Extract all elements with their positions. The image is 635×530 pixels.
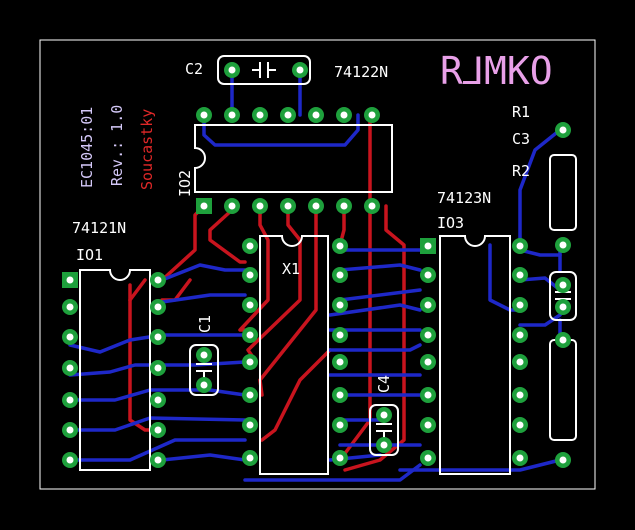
drill-hole (516, 454, 524, 462)
drill-hole (246, 271, 254, 279)
component-labels: C2 74122N R⅃MKO R1 C3 R2 74123N IO3 IO2 … (72, 49, 553, 393)
label-r1: R1 (512, 103, 530, 121)
drill-hole (516, 421, 524, 429)
drill-hole (312, 111, 320, 119)
drill-hole (559, 456, 567, 464)
label-r2: R2 (512, 162, 530, 180)
drill-hole (424, 454, 432, 462)
drill-hole (284, 202, 292, 210)
drill-hole (559, 336, 567, 344)
drill-hole (516, 242, 524, 250)
label-c3: C3 (512, 130, 530, 148)
drill-hole (246, 331, 254, 339)
label-x1: X1 (282, 260, 300, 278)
drill-hole (516, 331, 524, 339)
drill-hole (336, 271, 344, 279)
pads (62, 62, 571, 468)
drill-hole (312, 202, 320, 210)
drill-hole (246, 358, 254, 366)
drill-hole (154, 333, 162, 341)
drill-hole (66, 456, 74, 464)
drill-hole (340, 202, 348, 210)
drill-hole (424, 331, 432, 339)
brand-logo: R⅃MKO (440, 49, 553, 93)
drill-hole (336, 454, 344, 462)
drill-hole (336, 421, 344, 429)
drill-hole (154, 303, 162, 311)
label-ic2-part: 74122N (334, 63, 388, 81)
drill-hole (200, 202, 208, 210)
revision: Rev.: 1.0 (108, 105, 126, 186)
drill-hole (154, 456, 162, 464)
drill-hole (154, 364, 162, 372)
drill-hole (424, 271, 432, 279)
drill-hole (516, 358, 524, 366)
label-c1: C1 (196, 315, 214, 333)
drill-hole (284, 111, 292, 119)
drill-hole (559, 303, 567, 311)
label-ic3-part: 74123N (437, 189, 491, 207)
drill-hole (340, 111, 348, 119)
board-outline (39, 39, 596, 490)
drill-hole (336, 358, 344, 366)
drill-hole (336, 301, 344, 309)
label-ic3: IO3 (437, 214, 464, 232)
drill-hole (246, 301, 254, 309)
drill-hole (516, 301, 524, 309)
drill-hole (296, 66, 304, 74)
drill-hole (66, 364, 74, 372)
drill-hole (66, 276, 74, 284)
drill-hole (66, 426, 74, 434)
drill-hole (228, 111, 236, 119)
drill-hole (424, 421, 432, 429)
bottom-layer-traces (68, 68, 562, 482)
drill-hole (424, 301, 432, 309)
drill-hole (424, 358, 432, 366)
drill-hole (368, 111, 376, 119)
drill-hole (228, 202, 236, 210)
drill-hole (246, 421, 254, 429)
drill-hole (336, 391, 344, 399)
label-c4: C4 (375, 375, 393, 393)
drill-hole (336, 242, 344, 250)
drill-hole (228, 66, 236, 74)
drill-hole (516, 271, 524, 279)
label-ic1-part: 74121N (72, 219, 126, 237)
drill-hole (559, 241, 567, 249)
drill-hole (66, 303, 74, 311)
drill-hole (200, 351, 208, 359)
drill-hole (559, 281, 567, 289)
parts-note: Soucastky (138, 109, 156, 190)
drill-hole (424, 391, 432, 399)
label-c2: C2 (185, 60, 203, 78)
drill-hole (256, 202, 264, 210)
label-ic2: IO2 (176, 170, 194, 197)
silkscreen (79, 55, 577, 475)
drill-hole (256, 111, 264, 119)
drill-hole (66, 396, 74, 404)
drill-hole (516, 391, 524, 399)
drill-hole (154, 426, 162, 434)
drill-hole (246, 242, 254, 250)
drill-hole (424, 242, 432, 250)
drill-hole (200, 381, 208, 389)
label-ic1: IO1 (76, 246, 103, 264)
drill-hole (380, 411, 388, 419)
drill-hole (559, 126, 567, 134)
drill-hole (380, 441, 388, 449)
drill-hole (336, 331, 344, 339)
drill-hole (154, 396, 162, 404)
drill-hole (368, 202, 376, 210)
drill-hole (200, 111, 208, 119)
doc-code: EC1045:01 (78, 107, 96, 188)
drill-hole (246, 391, 254, 399)
drill-hole (154, 276, 162, 284)
drill-hole (246, 454, 254, 462)
drill-hole (66, 333, 74, 341)
